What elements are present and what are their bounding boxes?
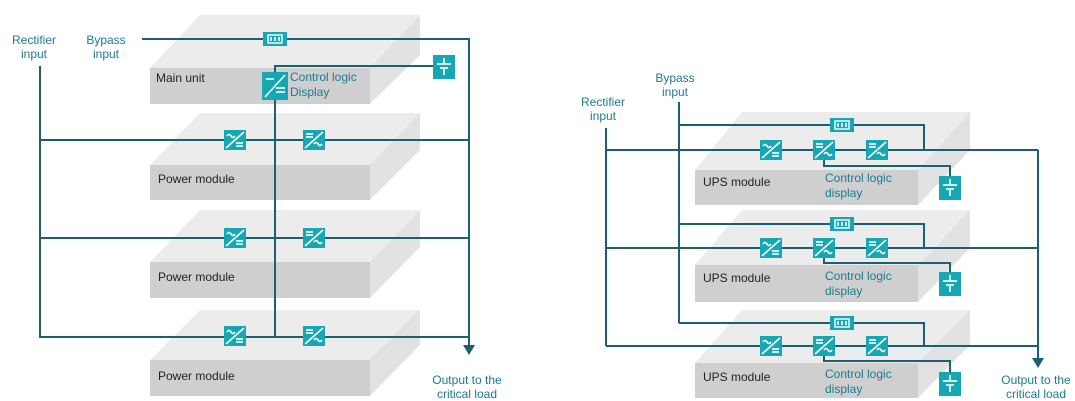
- output-arrow-icon: [463, 345, 475, 355]
- ups-module-label: UPS module: [703, 175, 771, 189]
- main-unit-label: Main unit: [156, 71, 205, 85]
- inverter-icon: [865, 335, 889, 357]
- rectifier-icon: [223, 325, 247, 347]
- left-wiring: [39, 38, 475, 355]
- power-module-label: Power module: [158, 369, 235, 383]
- rectifier-icon: [223, 227, 247, 249]
- static-switch-icon: [829, 117, 855, 133]
- inverter-icon: [865, 139, 889, 161]
- power-module-label: Power module: [158, 172, 235, 186]
- static-switch-icon: [829, 315, 855, 331]
- battery-icon: [432, 54, 456, 80]
- ups-module-label: UPS module: [703, 370, 771, 384]
- power-module-box: [150, 310, 420, 396]
- inverter-icon: [302, 227, 326, 249]
- inverter-icon: [812, 335, 836, 357]
- power-module-box: [150, 210, 420, 298]
- battery-icon: [938, 271, 962, 297]
- control-logic-icon: [262, 72, 288, 100]
- power-module-label: Power module: [158, 270, 235, 284]
- rectifier-icon: [759, 335, 783, 357]
- rectifier-icon: [759, 237, 783, 259]
- ups-module-label: UPS module: [703, 271, 771, 285]
- inverter-icon: [865, 237, 889, 259]
- static-switch-icon: [262, 31, 288, 47]
- rectifier-icon: [759, 139, 783, 161]
- inverter-icon: [812, 237, 836, 259]
- inverter-icon: [302, 325, 326, 347]
- rectifier-icon: [223, 129, 247, 151]
- battery-icon: [938, 175, 962, 201]
- inverter-icon: [302, 129, 326, 151]
- power-module-box: [150, 113, 420, 200]
- output-arrow-icon: [1032, 358, 1044, 368]
- static-switch-icon: [829, 216, 855, 232]
- battery-icon: [938, 371, 962, 397]
- inverter-icon: [812, 139, 836, 161]
